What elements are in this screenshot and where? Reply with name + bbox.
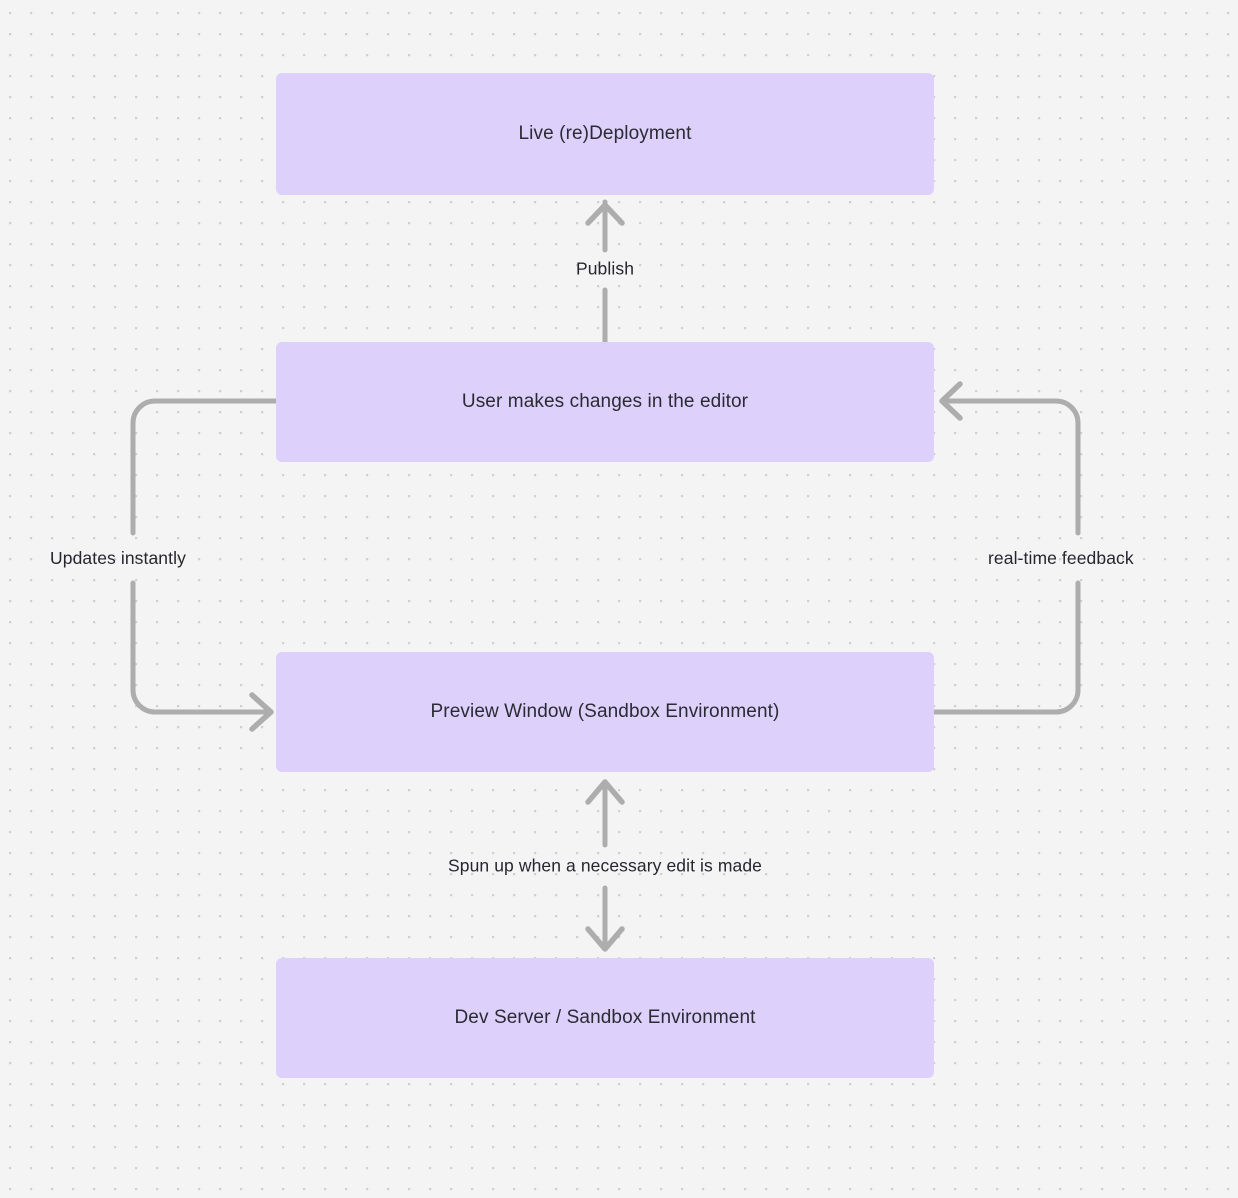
node-label-user-edits: User makes changes in the editor	[461, 390, 749, 412]
arrowhead-up-spun	[585, 779, 625, 805]
edge-label-spun-up: Spun up when a necessary edit is made	[447, 855, 763, 876]
node-dev-server[interactable]: Dev Server / Sandbox Environment	[276, 958, 934, 1078]
node-label-dev-server: Dev Server / Sandbox Environment	[454, 1006, 756, 1028]
node-label-live-deployment: Live (re)Deployment	[518, 122, 692, 144]
arrowhead-right-updates	[249, 692, 274, 732]
node-live-deployment[interactable]: Live (re)Deployment	[276, 73, 934, 195]
node-label-preview-window: Preview Window (Sandbox Environment)	[430, 700, 780, 722]
arrowhead-up-publish	[585, 202, 625, 226]
arrowhead-left-feedback	[939, 381, 963, 421]
edge-label-updates-instantly: Updates instantly	[50, 548, 186, 568]
node-preview-window[interactable]: Preview Window (Sandbox Environment)	[276, 652, 934, 772]
edge-label-publish: Publish	[575, 258, 635, 279]
edge-label-real-time-feedback: real-time feedback	[988, 548, 1134, 568]
arrowhead-down-spun	[585, 926, 625, 952]
node-user-edits[interactable]: User makes changes in the editor	[276, 342, 934, 462]
